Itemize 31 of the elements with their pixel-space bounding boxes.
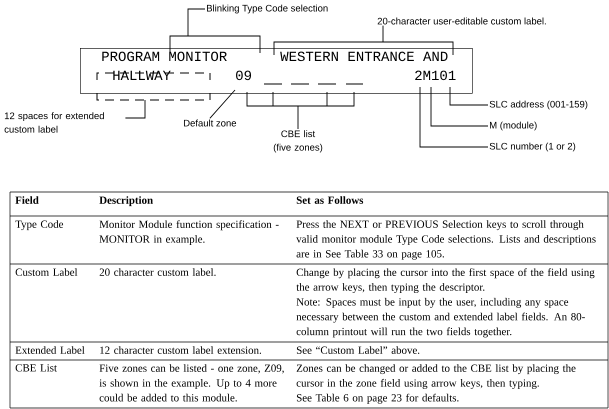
annotation-text: 12 spaces for extended custom label — [4, 112, 104, 133]
header-cell: Description — [99, 196, 153, 206]
annotation-text: M (module) — [490, 122, 537, 130]
header-cell: Set as Follows — [296, 196, 364, 204]
annotation-text: SLC number (1 or 2) — [490, 142, 576, 152]
table-cell: Five zones can be listed - one zone, Z09, is shown in the example. Up to 4 more could be added to this module. — [99, 364, 284, 402]
leader-line — [209, 90, 236, 119]
table-cell: 20 character custom label. — [100, 268, 216, 276]
table-cell: See “Custom Label” above. — [296, 346, 420, 354]
table-cell: Extended Label — [16, 346, 85, 354]
leader-line — [124, 100, 146, 118]
leader-line — [246, 92, 354, 130]
table-cell: 12 character custom label extension. — [100, 346, 262, 354]
table-cell: Custom Label — [16, 268, 78, 276]
table-cell: CBE List — [16, 364, 57, 372]
annotation-text: CBE list (five zones) — [274, 130, 322, 153]
leader-line — [430, 86, 488, 126]
table-cell: Type Code — [15, 220, 64, 230]
leader-line — [274, 25, 454, 56]
annotation-text: SLC address (001-159) — [490, 100, 588, 110]
leader-line — [170, 8, 260, 54]
table-cell: Press the NEXT or PREVIOUS Selection keys to scroll through valid monitor module Type Code selections. Lists and descriptions are in See Table 33 on page 105. — [296, 220, 596, 260]
annotation-text: 20-character user-editable custom label. — [378, 18, 546, 24]
leader-line — [420, 86, 488, 148]
table-cell: Monitor Module function specification - MONITOR in example. — [100, 220, 279, 245]
header-cell: Field — [15, 196, 39, 204]
table-cell: Change by placing the cursor into the first space of the field using the arrow keys, then typing the descriptor. Note: Spaces must be input by the user, including any space necessary between the custom and extended label fields. An 80-column printout will run the two fields together. — [296, 268, 594, 338]
table-cell: Zones can be changed or added to the CBE list by placing the cursor in the zone field using arrow keys, then typing. See Table 6 on page 23 for defaults. — [296, 364, 576, 404]
annotation-text: Blinking Type Code selection — [207, 4, 328, 14]
annotation-text: Default zone — [184, 120, 236, 126]
leader-line — [450, 86, 488, 106]
